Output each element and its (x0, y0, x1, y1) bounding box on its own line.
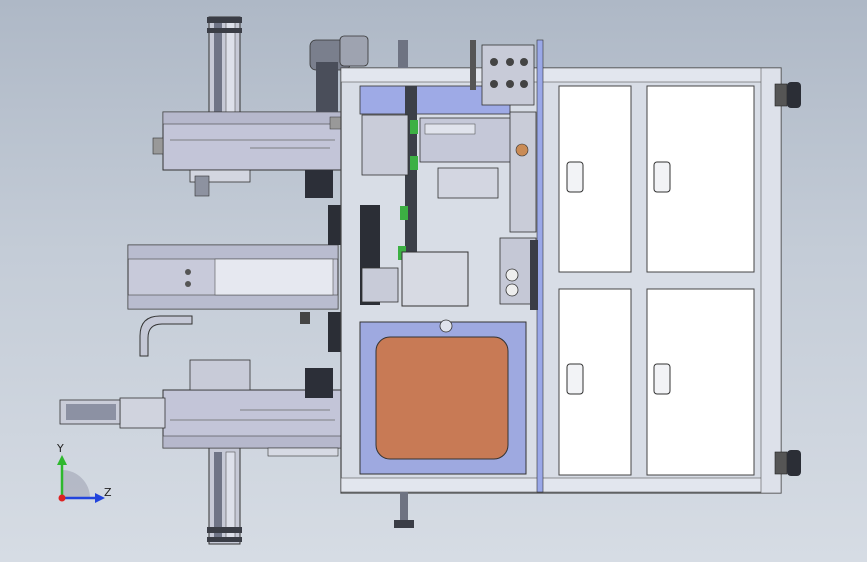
caster-wheels (774, 82, 801, 476)
work-plate[interactable] (359, 319, 527, 475)
coordinate-triad[interactable]: Y Z (56, 442, 112, 503)
y-axis-label: Y (56, 442, 64, 455)
top-vertical-rail (207, 16, 242, 118)
bottom-pin (394, 492, 414, 528)
top-elbow-fitting (309, 35, 369, 112)
lower-slide-module[interactable] (59, 359, 342, 457)
middle-arm-module[interactable] (127, 205, 342, 352)
mid-mechanism[interactable] (360, 205, 538, 310)
curved-bracket (139, 315, 193, 357)
cabinet-doors[interactable] (558, 85, 755, 476)
bottom-vertical-rail (207, 447, 242, 545)
z-axis-label: Z (104, 486, 112, 499)
upper-slide-module[interactable] (152, 111, 343, 198)
